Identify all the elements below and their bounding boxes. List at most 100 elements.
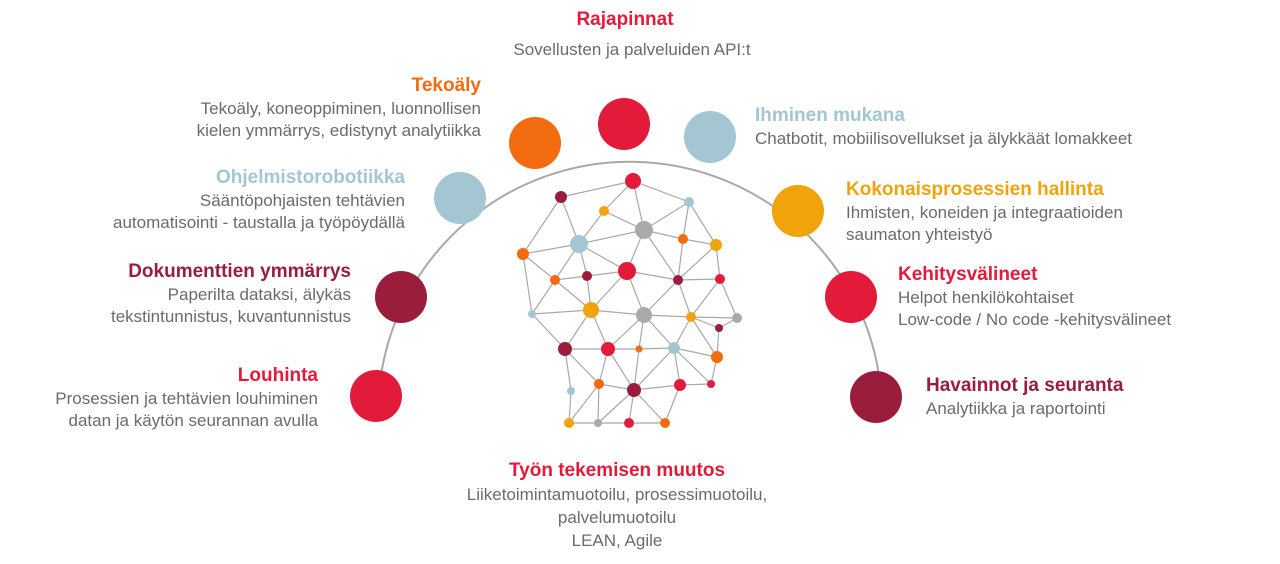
network-edge <box>719 278 738 319</box>
network-node <box>594 379 604 389</box>
network-node <box>707 380 715 388</box>
tyon-muutos-desc-1: Liiketoimintamuotoilu, prosessimuotoilu, <box>466 485 768 504</box>
dokumentit-title: Dokumenttien ymmärrys <box>128 261 351 282</box>
network-node <box>635 221 653 239</box>
network-edge <box>643 279 679 316</box>
kokonaisprosessit-block: Kokonaisprosessien hallinta Ihmisten, ko… <box>846 178 1123 246</box>
network-node <box>732 313 742 323</box>
network-edge <box>578 229 645 245</box>
bubble-dokumentit <box>375 271 427 323</box>
ohjelmistorobotiikka-desc-2: automatisointi - taustalla ja työpöydäll… <box>113 213 405 232</box>
bubble-havainnot <box>850 371 902 423</box>
network-edge <box>531 313 566 350</box>
network-node <box>660 418 670 428</box>
network-node <box>678 234 688 244</box>
network-node <box>715 324 723 332</box>
network-edge <box>690 316 738 319</box>
network-node <box>715 274 725 284</box>
network-edge <box>677 278 721 281</box>
network-node <box>686 312 696 322</box>
tekoaly-block: Tekoäly Tekoäly, koneoppiminen, luonnoll… <box>197 74 481 142</box>
ihminen-title: Ihminen mukana <box>755 105 905 126</box>
network-head-illustration <box>517 173 742 428</box>
network-node <box>583 302 599 318</box>
tekoaly-desc-1: Tekoäly, koneoppiminen, luonnollisen <box>200 99 481 118</box>
network-node <box>582 271 592 281</box>
kokonaisprosessit-desc-2: saumaton yhteistyö <box>846 225 993 244</box>
network-node <box>594 419 602 427</box>
network-node <box>624 418 634 428</box>
network-edge <box>664 384 681 424</box>
tyon-muutos-block: Työn tekemisen muutos Liiketoimintamuoto… <box>417 459 817 552</box>
louhinta-block: Louhinta Prosessien ja tehtävien louhimi… <box>55 364 318 432</box>
kehitysvalineet-desc-1: Helpot henkilökohtaiset <box>898 288 1074 307</box>
network-node <box>517 248 529 260</box>
network-node <box>618 262 636 280</box>
network-edge <box>568 390 572 424</box>
bubble-kokonaisprosessit <box>772 185 824 237</box>
network-edge <box>690 316 718 358</box>
network-node <box>570 235 588 253</box>
network-edge <box>564 348 600 385</box>
network-node <box>625 173 641 189</box>
network-edge <box>633 347 675 391</box>
network-node <box>673 275 683 285</box>
network-edge <box>597 383 600 424</box>
network-node <box>528 310 536 318</box>
bubble-ohjelmistorobotiikka <box>434 172 486 224</box>
network-node <box>564 418 574 428</box>
bubble-tekoaly <box>509 117 561 169</box>
kehitysvalineet-desc-2: Low-code / No code -kehitysvälineet <box>898 310 1172 329</box>
network-node <box>710 239 722 251</box>
ohjelmistorobotiikka-title: Ohjelmistorobotiikka <box>216 167 405 188</box>
arc-bubbles <box>350 98 902 423</box>
bubble-ihminen <box>684 111 736 163</box>
havainnot-title: Havainnot ja seuranta <box>926 375 1124 396</box>
network-edge <box>632 180 690 203</box>
network-node <box>627 383 641 397</box>
louhinta-title: Louhinta <box>237 365 318 386</box>
ohjelmistorobotiikka-desc-1: Sääntöpohjaisten tehtävien <box>199 191 405 210</box>
dokumentit-block: Dokumenttien ymmärrys Paperilta dataksi,… <box>111 260 351 328</box>
network-node <box>635 345 643 353</box>
ihminen-desc: Chatbotit, mobiilisovellukset ja älykkää… <box>755 129 1133 148</box>
network-edge <box>690 278 721 318</box>
network-edge <box>522 253 533 315</box>
bubble-kehitysvalineet <box>825 271 877 323</box>
network-node <box>674 379 686 391</box>
havainnot-desc: Analytiikka ja raportointi <box>926 399 1106 418</box>
bubble-rajapinnat <box>598 98 650 150</box>
network-edge <box>560 180 634 198</box>
network-node <box>668 342 680 354</box>
arc <box>380 160 880 376</box>
network-edge <box>688 201 717 246</box>
network-edge <box>597 389 635 424</box>
network-edge <box>531 279 556 315</box>
network-edge <box>522 196 562 255</box>
louhinta-desc-2: datan ja käytön seurannan avulla <box>68 411 318 430</box>
network-edge <box>677 244 717 281</box>
tyon-muutos-desc-2: palvelumuotoilu <box>557 508 677 527</box>
network-edge <box>677 279 692 318</box>
network-edge <box>673 347 681 386</box>
network-edge <box>554 275 588 281</box>
network-node <box>601 342 615 356</box>
network-edge <box>578 243 628 272</box>
network-edge <box>522 253 556 281</box>
network-edge <box>633 389 666 424</box>
network-node <box>636 307 652 323</box>
rajapinnat-desc: Sovellusten ja palveluiden API:t <box>513 40 751 59</box>
network-edge <box>607 314 645 350</box>
rajapinnat-block: Rajapinnat Sovellusten ja palveluiden AP… <box>425 8 825 61</box>
network-edge <box>607 348 635 391</box>
ihminen-block: Ihminen mukana Chatbotit, mobiilisovellu… <box>755 104 1132 150</box>
louhinta-desc-1: Prosessien ja tehtävien louhiminen <box>55 389 318 408</box>
network-edge <box>564 348 572 392</box>
network-node <box>711 351 723 363</box>
network-node <box>684 197 694 207</box>
bubble-louhinta <box>350 370 402 422</box>
rajapinnat-title: Rajapinnat <box>576 9 674 30</box>
kokonaisprosessit-desc-1: Ihmisten, koneiden ja integraatioiden <box>846 203 1123 222</box>
tekoaly-title: Tekoäly <box>411 75 481 96</box>
tyon-muutos-desc-3: LEAN, Agile <box>571 531 663 550</box>
